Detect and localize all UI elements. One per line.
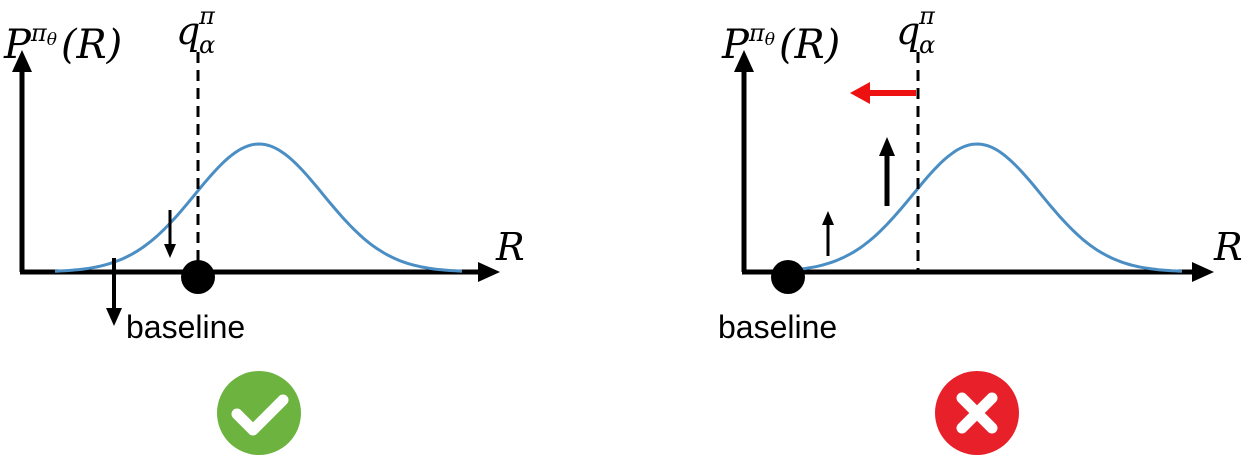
left-x-axis-label: R <box>495 225 525 269</box>
right-x-axis-arrowhead <box>1192 262 1214 282</box>
right-quantile-label-base: q <box>896 9 920 53</box>
left-status-circle <box>217 371 301 455</box>
cross-icon <box>935 371 1019 455</box>
right-panel: Pπθ(R) q π α R baseline <box>718 2 1243 455</box>
right-distribution-curve <box>774 142 1183 273</box>
left-panel: Pπθ(R) q π α R baseline <box>3 2 525 455</box>
left-quantile-label-sup: π <box>198 2 216 30</box>
left-y-axis-arrowhead <box>12 50 32 72</box>
left-x-axis-arrowhead <box>478 262 500 282</box>
right-x-axis-label: R <box>1213 225 1243 269</box>
right-quantile-label-sup: π <box>918 2 936 30</box>
left-baseline-down-arrowhead <box>106 308 122 326</box>
right-baseline-dot <box>771 260 805 294</box>
right-y-axis-arrowhead <box>734 50 754 72</box>
left-baseline-label: baseline <box>126 309 245 345</box>
check-icon <box>217 371 301 455</box>
right-large-up-arrowhead <box>879 137 895 156</box>
left-quantile-label-sub: α <box>199 31 215 59</box>
left-curve-down-arrowhead <box>164 244 176 258</box>
left-quantile-label-base: q <box>176 9 200 53</box>
left-baseline-dot <box>181 260 215 294</box>
right-y-axis-label: Pπθ(R) <box>721 19 840 68</box>
right-baseline-label: baseline <box>718 309 837 345</box>
right-quantile-label-sub: α <box>919 31 935 59</box>
right-shift-arrowhead <box>850 82 870 104</box>
left-y-axis-label: Pπθ(R) <box>3 19 122 68</box>
left-distribution-curve <box>54 142 463 273</box>
right-small-up-arrowhead <box>822 211 834 225</box>
